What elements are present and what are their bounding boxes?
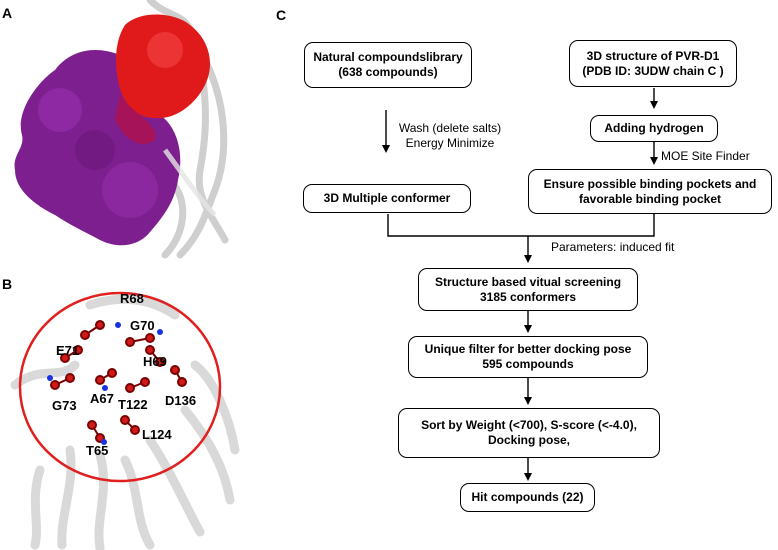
ribbon-sheets	[10, 294, 240, 550]
nitrogen-atoms	[47, 322, 163, 445]
binding-site-figure: R68 G70 E71 H69 G73 A67 T122 D136 L124 T…	[10, 291, 240, 550]
panel-b-label: B	[2, 276, 13, 292]
conformer-box: 3D Multiple conformer	[303, 184, 471, 213]
surface-red	[115, 14, 210, 144]
sort-line1: Sort by Weight (<700), S-score (<-4.0),	[421, 418, 637, 432]
wash-note-line2: Energy Minimize	[405, 136, 495, 150]
residue-label-g73: G73	[52, 398, 77, 413]
filter-box: Unique filter for better docking pose 59…	[408, 336, 648, 378]
sort-line2: Docking pose,	[487, 433, 570, 447]
filter-line1: Unique filter for better docking pose	[424, 342, 632, 356]
screening-box: Structure based vitual screening 3185 co…	[418, 268, 638, 311]
screening-line1: Structure based vitual screening	[434, 274, 622, 289]
panel-a-label: A	[2, 5, 13, 21]
panel-c-label: C	[276, 7, 287, 23]
residue-label-r68: R68	[120, 291, 144, 306]
residue-sticks	[50, 320, 187, 443]
residue-label-g70: G70	[130, 318, 155, 333]
screening-line2: 3185 conformers	[479, 289, 577, 304]
residue-label-h69: H69	[143, 354, 167, 369]
pocket-box: Ensure possible binding pockets and favo…	[528, 169, 772, 214]
library-title: Natural compoundslibrary	[313, 50, 463, 64]
wash-note: Wash (delete salts) Energy Minimize	[390, 121, 510, 151]
wash-note-line1: Wash (delete salts)	[398, 121, 502, 135]
structure-title: 3D structure of PVR-D1	[586, 48, 720, 63]
structure-pdb: (PDB ID: 3UDW chain C )	[582, 63, 724, 78]
protein-surface-figure	[14, 0, 229, 259]
binding-site-circle	[18, 291, 222, 483]
hydrogen-box: Adding hydrogen	[590, 115, 718, 142]
conformer-label: 3D Multiple conformer	[323, 191, 451, 205]
residue-label-t122: T122	[118, 397, 148, 412]
residue-label-a67: A67	[90, 391, 114, 406]
residue-label-d136: D136	[165, 393, 196, 408]
merge-bracket	[387, 214, 655, 237]
library-box: Natural compoundslibrary (638 compounds)	[304, 42, 472, 88]
hits-label: Hit compounds (22)	[471, 490, 584, 504]
pocket-line1: Ensure possible binding pockets and	[543, 176, 757, 191]
pocket-line2: favorable binding pocket	[578, 191, 722, 206]
residue-label-e71: E71	[56, 343, 79, 358]
sort-box: Sort by Weight (<700), S-score (<-4.0), …	[398, 408, 660, 458]
residue-label-l124: L124	[142, 427, 172, 442]
library-count: (638 compounds)	[338, 65, 438, 79]
moe-note: MOE Site Finder	[661, 149, 750, 163]
structure-box: 3D structure of PVR-D1 (PDB ID: 3UDW cha…	[569, 40, 737, 87]
hits-box: Hit compounds (22)	[460, 483, 595, 512]
filter-line2: 595 compounds	[482, 357, 574, 371]
residue-label-t65: T65	[86, 443, 108, 458]
params-note: Parameters: induced fit	[551, 240, 675, 254]
hydrogen-label: Adding hydrogen	[604, 121, 704, 135]
